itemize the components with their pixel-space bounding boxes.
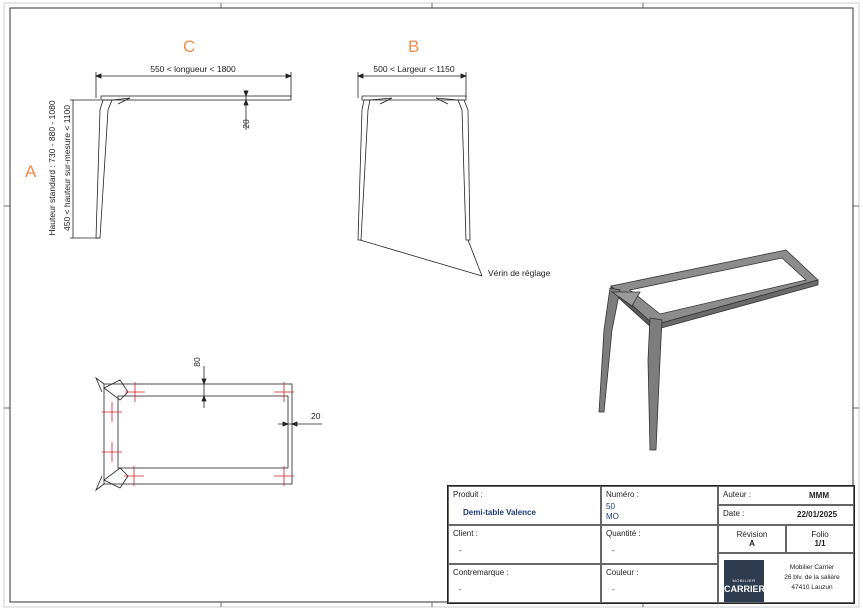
client-value: - xyxy=(459,546,462,555)
folio-cell: Folio 1/1 xyxy=(786,525,854,553)
produit-cell: Produit : Demi-table Valence xyxy=(448,486,601,525)
folio-value: 1/1 xyxy=(814,539,826,548)
date-cell: Date : 22/01/2025 xyxy=(718,505,854,525)
plan-marks xyxy=(102,382,294,486)
numero-cell: Numéro : 50 MO xyxy=(601,486,718,525)
couleur-label: Couleur : xyxy=(606,568,639,577)
view-isometric xyxy=(598,249,819,451)
view-plan xyxy=(95,366,322,492)
view-letter-b: B xyxy=(408,37,420,56)
height-custom: 450 < hauteur sur-mesure < 1100 xyxy=(62,105,72,231)
thickness-dimension: 20 xyxy=(241,119,251,129)
quantite-label: Quantité : xyxy=(606,529,641,538)
quantite-value: - xyxy=(612,546,615,555)
auteur-cell: Auteur : MMM xyxy=(718,486,854,505)
company-logo: MOBILIER CARRIER xyxy=(724,560,766,602)
company-cell: MOBILIER CARRIER Mobilier Carrier 26 blv… xyxy=(718,553,854,603)
view-letter-a: A xyxy=(25,162,37,181)
logo-small-text: MOBILIER xyxy=(732,578,756,583)
logo-text: CARRIER xyxy=(724,584,766,594)
client-cell: Client : - xyxy=(448,525,601,564)
auteur-value: MMM xyxy=(809,491,829,500)
numero-line1: 50 xyxy=(606,502,615,511)
couleur-value: - xyxy=(612,585,615,594)
date-label: Date : xyxy=(723,509,745,518)
revision-label: Révision xyxy=(736,530,768,539)
company-name: Mobilier Carrier xyxy=(789,564,835,571)
company-city: 47410 Lauzun xyxy=(791,584,833,591)
revision-cell: Révision A xyxy=(718,525,786,553)
verin-annotation: Vérin de réglage xyxy=(488,268,551,278)
client-label: Client : xyxy=(453,529,478,538)
folio-label: Folio xyxy=(811,530,829,539)
numero-label: Numéro : xyxy=(606,490,639,499)
width-dimension: 500 < Largeur < 1150 xyxy=(373,64,454,74)
revision-value: A xyxy=(749,539,755,548)
title-block: Produit : Demi-table Valence Numéro : 50… xyxy=(447,485,855,604)
view-letter-c: C xyxy=(183,37,196,56)
plan-20-dimension: 20 xyxy=(311,411,321,421)
auteur-label: Auteur : xyxy=(723,490,752,499)
numero-line2: MO xyxy=(606,512,619,521)
view-length xyxy=(70,72,293,239)
company-address: 26 blv. de la salière xyxy=(784,574,840,581)
length-dimension: 550 < longueur < 1800 xyxy=(150,64,236,74)
contremarque-cell: Contremarque : - xyxy=(448,564,601,603)
view-width xyxy=(356,72,483,277)
contremarque-label: Contremarque : xyxy=(453,568,509,577)
couleur-cell: Couleur : - xyxy=(601,564,718,603)
date-value: 22/01/2025 xyxy=(797,510,838,519)
plan-80-dimension: 80 xyxy=(192,357,202,367)
quantite-cell: Quantité : - xyxy=(601,525,718,564)
produit-label: Produit : xyxy=(453,490,483,499)
produit-value: Demi-table Valence xyxy=(463,508,536,517)
height-standard: Hauteur standard : 730 - 880 - 1080 xyxy=(47,100,57,235)
contremarque-value: - xyxy=(459,585,462,594)
